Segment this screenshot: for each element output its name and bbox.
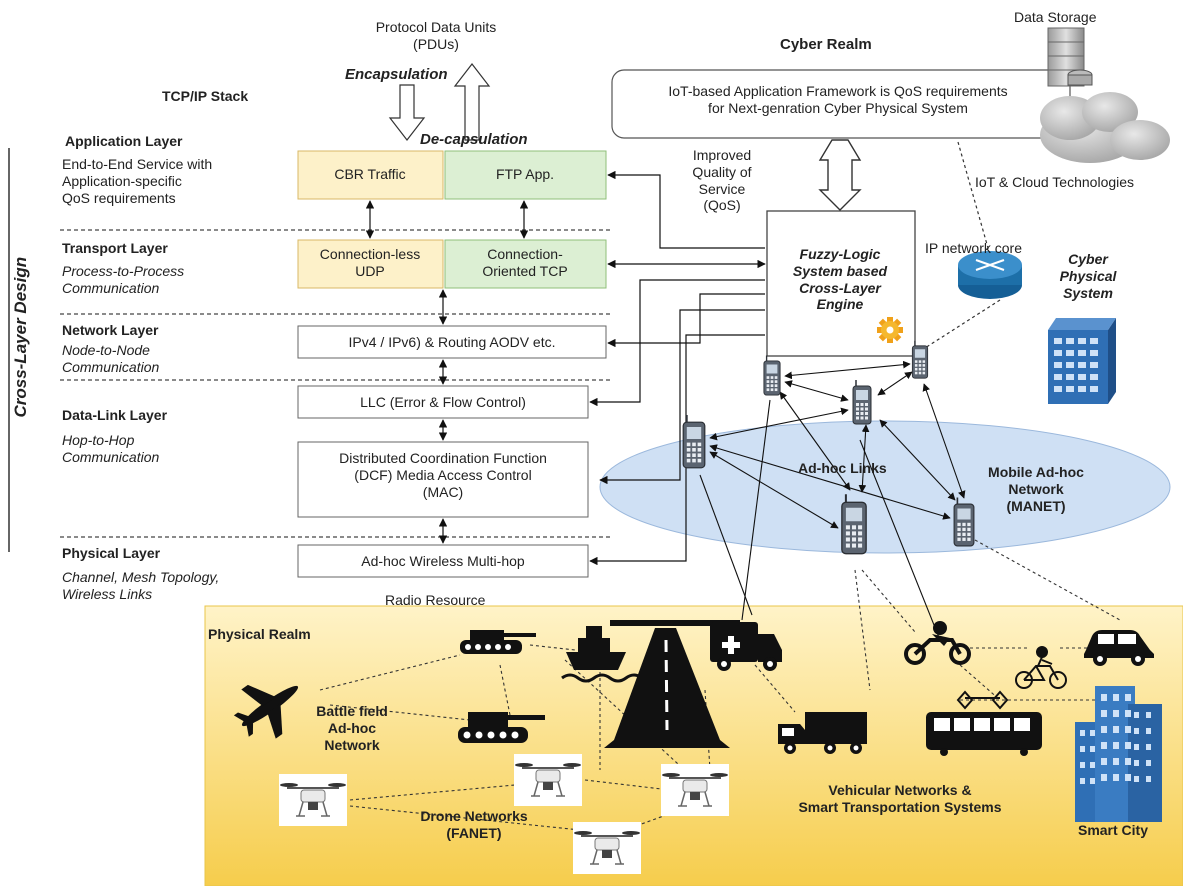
decapsulation-arrow (453, 63, 491, 141)
layer-separators (60, 229, 612, 538)
phone-icon (763, 355, 781, 396)
engine-connections (589, 170, 766, 566)
ip-routing-box (297, 325, 607, 359)
datalink-layer-desc: Hop-to-Hop Communication (62, 432, 160, 465)
framework-engine-arrow (818, 139, 862, 211)
encapsulation-arrow (388, 84, 426, 141)
airplane-icon (233, 684, 299, 739)
ftp-app-box (444, 150, 607, 200)
inter-layer-arrows (365, 200, 529, 544)
cps-label: Cyber Physical System (1059, 251, 1117, 301)
pdu-title: Protocol Data Units (PDUs) (375, 19, 497, 52)
udp-box (297, 239, 444, 289)
road-icon (604, 620, 740, 748)
dcf-mac-label: Distributed Coordination Function (DCF) … (339, 450, 547, 500)
phone-icon (852, 380, 872, 425)
ip-core-label: IP network core (925, 240, 1023, 256)
datalink-layer-title: Data-Link Layer (62, 407, 168, 423)
router-icon (958, 251, 1022, 299)
cloud-icon (1040, 92, 1170, 163)
skyscraper-icon (1075, 686, 1162, 822)
iot-framework-label: IoT-based Application Framework is QoS r… (668, 83, 1008, 116)
vehicular-networks-label: Vehicular Networks & Smart Transportatio… (798, 782, 1002, 815)
building-icon (1048, 318, 1116, 404)
tram-icon (926, 690, 1042, 756)
motorcycle-icon (904, 621, 971, 665)
tank-icon (460, 630, 536, 654)
drone-icon (279, 774, 347, 826)
truck-icon (778, 712, 867, 754)
tcpip-stack-label: TCP/IP Stack (162, 88, 249, 104)
ship-icon (561, 626, 643, 683)
tank-icon (458, 712, 545, 743)
adhoc-link-arrows (709, 360, 966, 529)
dotted-links (924, 141, 1001, 349)
data-storage-icon (1047, 27, 1093, 87)
udp-label: Connection-less UDP (319, 246, 421, 279)
drone-icon (661, 764, 729, 816)
network-layer-title: Network Layer (62, 322, 159, 338)
network-layer-desc: Node-to-Node Communication (62, 342, 160, 375)
phone-icon (953, 497, 975, 547)
adhoc-links-label: Ad-hoc Links (798, 460, 887, 476)
adhoc-wireless-label: Ad-hoc Wireless Multi-hop (361, 553, 525, 569)
application-layer-title: Application Layer (65, 133, 183, 149)
bicycle-icon (1015, 646, 1067, 689)
cross-layer-design-label: Cross-Layer Design (10, 256, 30, 418)
car-icon (1084, 630, 1154, 666)
llc-box (297, 385, 589, 419)
physical-layer-desc: Channel, Mesh Topology, Wireless Links (62, 569, 220, 602)
decapsulation-label: De-capsulation (420, 131, 528, 148)
cyber-realm-label: Cyber Realm (780, 36, 872, 53)
physical-realm-label: Physical Realm (208, 626, 311, 642)
tcp-label: Connection- Oriented TCP (482, 246, 568, 279)
manet-label: Mobile Ad-hoc Network (MANET) (988, 464, 1084, 514)
physical-layer-title: Physical Layer (62, 545, 161, 561)
fuzzy-engine-label: Fuzzy-Logic System based Cross-Layer Eng… (792, 246, 888, 313)
phone-icon (682, 414, 706, 469)
transport-layer-title: Transport Layer (62, 240, 168, 256)
battlefield-label: Battle field Ad-hoc Network (316, 703, 388, 753)
drone-icon (573, 822, 641, 874)
ftp-app-label: FTP App. (495, 166, 555, 182)
dcf-mac-box (297, 441, 589, 518)
qos-label: Improved Quality of Service (QoS) (692, 147, 752, 214)
encapsulation-label: Encapsulation (345, 66, 448, 83)
phone-icon (841, 494, 867, 555)
ambulance-icon (710, 622, 782, 671)
iot-cloud-label: IoT & Cloud Technologies (975, 174, 1135, 190)
phone-icon (911, 340, 929, 379)
data-storage-label: Data Storage (1014, 9, 1097, 25)
drone-icon (514, 754, 582, 806)
application-layer-desc: End-to-End Service with Application-spec… (62, 156, 213, 206)
cbr-traffic-box (297, 150, 444, 200)
smart-city-label: Smart City (1077, 822, 1149, 838)
transport-layer-desc: Process-to-Process Communication (62, 263, 185, 296)
drone-networks-label: Drone Networks (FANET) (420, 808, 528, 841)
ip-routing-label: IPv4 / IPv6) & Routing AODV etc. (348, 334, 556, 350)
radio-resource-label: Radio Resource (385, 592, 486, 608)
adhoc-wireless-box (297, 544, 589, 578)
llc-label: LLC (Error & Flow Control) (360, 394, 526, 410)
tcp-box (444, 239, 607, 289)
cbr-traffic-label: CBR Traffic (334, 166, 406, 182)
gear-icon (877, 317, 903, 343)
